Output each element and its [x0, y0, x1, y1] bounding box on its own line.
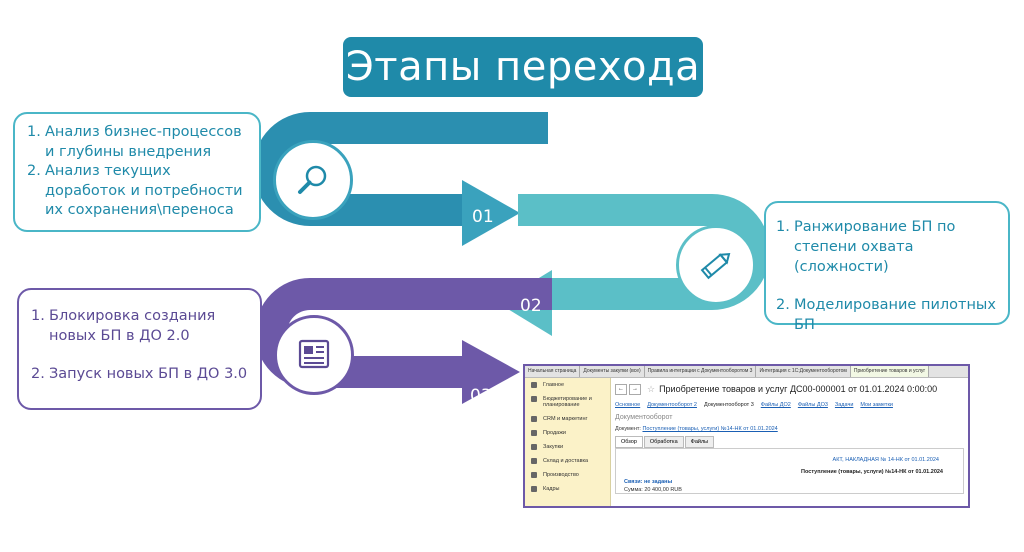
link-files-do2[interactable]: Файлы ДО2 [760, 402, 791, 408]
sidebar-item-staff[interactable]: Кадры [525, 482, 610, 496]
pencil-icon [700, 252, 731, 280]
subtabs: Обзор Обработка Файлы [615, 436, 964, 448]
page-title: Этапы перехода [343, 37, 703, 97]
stage3-arrow [462, 340, 520, 404]
form-links: Основное Документооборот 2 Документообор… [615, 402, 964, 408]
sum-text: Сумма: 20 400,00 RUB [624, 487, 682, 493]
link-files-do3[interactable]: Файлы ДО3 [797, 402, 828, 408]
list-item: 2. Моделирование пилотных БП [776, 297, 996, 333]
tab-purchase[interactable]: Приобретение товаров и услуг [850, 366, 930, 377]
list-item: 1. Ранжирование БП по степени охвата (сл… [776, 219, 956, 275]
document-form: ← → ☆ Приобретение товаров и услуг ДС00-… [615, 382, 964, 506]
sidebar-item-warehouse[interactable]: Склад и доставка [525, 454, 610, 468]
link-tasks[interactable]: Задачи [834, 402, 854, 408]
link-notes[interactable]: Мои заметки [860, 402, 893, 408]
stage3-icon-circle [274, 315, 354, 395]
section-title: Документооборот [615, 414, 673, 421]
sidebar-item-budget[interactable]: Бюджетирование и планирование [525, 392, 610, 412]
stage2-label: 02 [520, 296, 542, 316]
stage1-arrow [462, 180, 520, 246]
stage1-text-box: 1. Анализ бизнес-процессов и глубины вне… [13, 112, 261, 232]
stage3-text-box: 1. Блокировка создания новых БП в ДО 2.0… [17, 288, 262, 410]
sidebar-item-main[interactable]: Главное [525, 378, 610, 392]
magnifier-icon [298, 165, 327, 194]
sidebar: Главное Бюджетирование и планирование CR… [525, 378, 611, 506]
tab-integration[interactable]: Интеграция с 1С:Документооборотом [756, 366, 851, 377]
back-button[interactable]: ← [615, 383, 627, 395]
app-screenshot: Начальная страница Документы закупки (вс… [523, 364, 970, 508]
sidebar-item-production[interactable]: Производство [525, 468, 610, 482]
document-icon [298, 339, 330, 369]
list-item: 1. Анализ бизнес-процессов и глубины вне… [27, 124, 242, 160]
stage2-text-box: 1. Ранжирование БП по степени охвата (сл… [764, 201, 1010, 333]
tab-purchase-docs[interactable]: Документы закупки (все) [580, 366, 645, 377]
tab-files[interactable]: Файлы [684, 436, 715, 448]
link-do3[interactable]: Документооборот 3 [703, 402, 754, 408]
tab-home[interactable]: Начальная страница [525, 366, 581, 377]
sidebar-item-crm[interactable]: CRM и маркетинг [525, 412, 610, 426]
document-link[interactable]: Поступление (товары, услуги) №14-НК от 0… [642, 426, 778, 432]
links-status: Связи: не заданы [624, 479, 673, 485]
tab-processing[interactable]: Обработка [643, 436, 684, 448]
stage2-icon-circle [676, 225, 756, 305]
stage1-icon-circle [273, 140, 353, 220]
overview-panel: АКТ, НАКЛАДНАЯ № 14-НК от 01.01.2024 Пос… [615, 448, 964, 494]
list-item: 2. Анализ текущих доработок и потребност… [27, 163, 243, 218]
stage3-label: 03 [470, 386, 492, 406]
tab-overview[interactable]: Обзор [615, 436, 643, 448]
stage1-label: 01 [472, 207, 494, 227]
list-item: 2. Запуск новых БП в ДО 3.0 [31, 366, 248, 382]
act-text: АКТ, НАКЛАДНАЯ № 14-НК от 01.01.2024 [832, 457, 939, 463]
document-title: Приобретение товаров и услуг ДС00-000001… [659, 384, 938, 394]
document-line: Документ: Поступление (товары, услуги) №… [615, 426, 778, 432]
window-tabs: Начальная страница Документы закупки (вс… [525, 366, 968, 378]
link-do2[interactable]: Документооборот 2 [647, 402, 697, 408]
sidebar-item-sales[interactable]: Продажи [525, 426, 610, 440]
link-main[interactable]: Основное [615, 402, 641, 408]
list-item: 1. Блокировка создания новых БП в ДО 2.0 [31, 308, 216, 344]
sidebar-item-purchases[interactable]: Закупки [525, 440, 610, 454]
posting-text: Поступление (товары, услуги) №14-НК от 0… [801, 469, 943, 475]
tab-integration-rules[interactable]: Правила интеграции с Документооборотом 3 [645, 366, 757, 377]
star-icon[interactable]: ☆ [647, 383, 656, 394]
forward-button[interactable]: → [629, 383, 641, 395]
